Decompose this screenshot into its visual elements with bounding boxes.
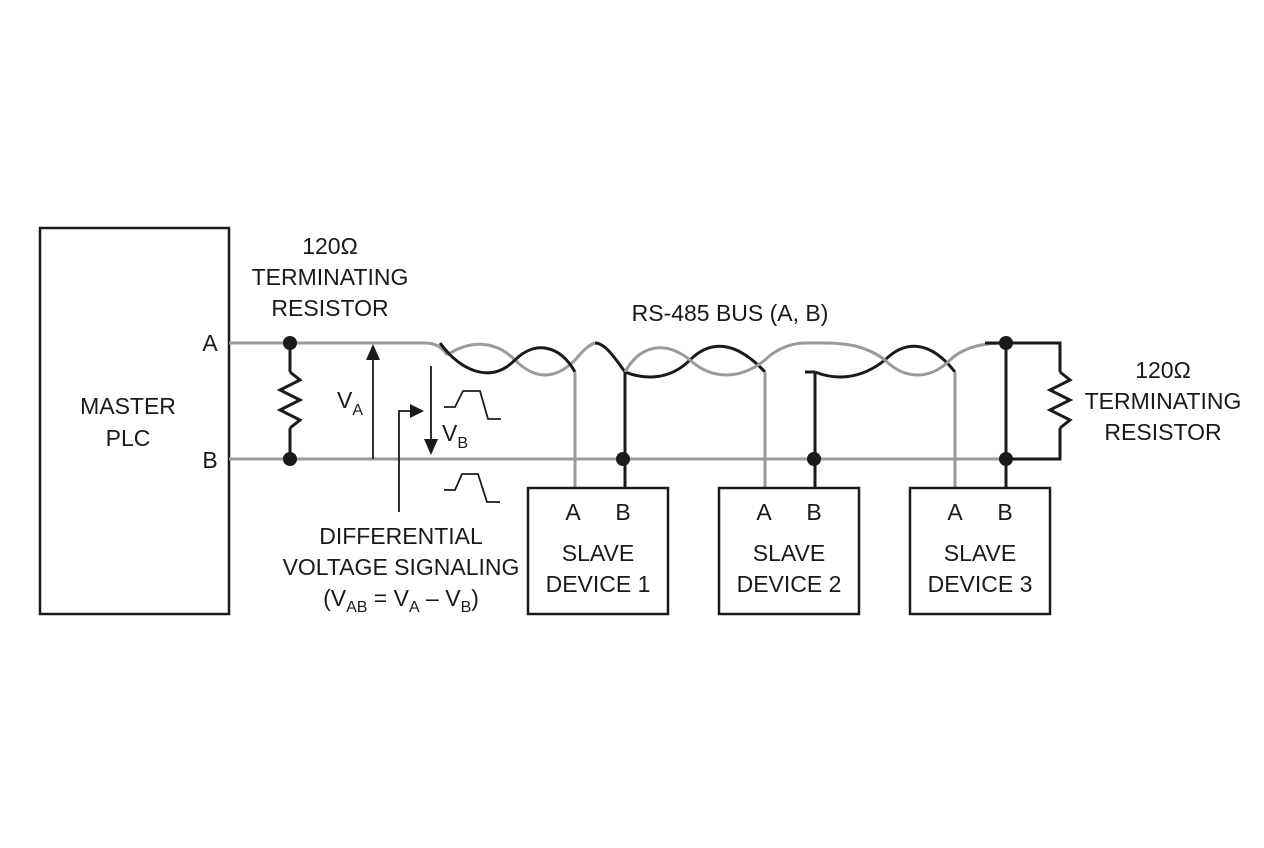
waveform-upper-icon <box>444 390 501 420</box>
slave-device-2-box <box>717 486 861 616</box>
twisted-pair-gray-2 <box>623 341 806 377</box>
slave-device-1-box <box>526 486 670 616</box>
slave2-b-junction <box>807 452 821 466</box>
va-label: VA <box>337 387 363 419</box>
line-a-wire <box>229 341 449 356</box>
slave1-label-line1: SLAVE <box>562 540 634 566</box>
bus-label: RS-485 BUS (A, B) <box>632 300 829 326</box>
slave1-port-b-label: B <box>615 499 630 525</box>
differential-pointer-head <box>410 404 424 418</box>
line-b-right-segment <box>1004 343 1062 461</box>
twisted-pair-black-2 <box>594 341 767 379</box>
left-resistor-value: 120Ω <box>302 233 358 259</box>
left-resistor-label-line3: RESISTOR <box>271 295 388 321</box>
slave3-port-b-label: B <box>997 499 1012 525</box>
slave-device-3-box <box>908 486 1052 616</box>
right-resistor-label-line3: RESISTOR <box>1104 419 1221 445</box>
twisted-pair-gray-3 <box>821 341 1007 377</box>
master-port-b-label: B <box>202 447 217 473</box>
master-port-a-label: A <box>202 330 218 356</box>
signaling-label-line2: VOLTAGE SIGNALING <box>283 554 520 580</box>
master-plc-box <box>38 226 231 616</box>
slave2-port-b-label: B <box>806 499 821 525</box>
right-junction-a <box>999 336 1013 350</box>
signaling-label-line1: DIFFERENTIAL <box>319 523 483 549</box>
differential-pointer-line <box>398 410 416 512</box>
twisted-pair-black-1 <box>438 342 577 375</box>
left-junction-b <box>283 452 297 466</box>
slave1-b-junction <box>616 452 630 466</box>
signaling-formula: (VAB = VA – VB) <box>323 585 479 616</box>
left-resistor-zigzag <box>276 370 304 430</box>
right-resistor-label-line2: TERMINATING <box>1085 388 1242 414</box>
slave2-label-line2: DEVICE 2 <box>737 571 842 597</box>
right-resistor-zigzag <box>1046 370 1074 430</box>
slave3-label-line2: DEVICE 3 <box>928 571 1033 597</box>
master-plc-label-line1: MASTER <box>80 393 176 419</box>
va-arrow-head <box>366 344 380 360</box>
slave1-label-line2: DEVICE 1 <box>546 571 651 597</box>
twisted-pair-gray-1 <box>446 341 596 377</box>
left-resistor-label-line2: TERMINATING <box>252 264 409 290</box>
slave1-port-a-label: A <box>565 499 581 525</box>
right-resistor-value: 120Ω <box>1135 357 1191 383</box>
slave3-label-line1: SLAVE <box>944 540 1016 566</box>
waveform-lower-icon <box>444 473 500 503</box>
vb-arrow-head <box>424 439 438 455</box>
slave3-port-a-label: A <box>947 499 963 525</box>
line-a-right-segment <box>985 341 1062 372</box>
slave2-port-a-label: A <box>756 499 772 525</box>
master-plc-label-line2: PLC <box>106 425 151 451</box>
slave2-label-line1: SLAVE <box>753 540 825 566</box>
vb-label: VB <box>442 420 468 452</box>
left-junction-a <box>283 336 297 350</box>
